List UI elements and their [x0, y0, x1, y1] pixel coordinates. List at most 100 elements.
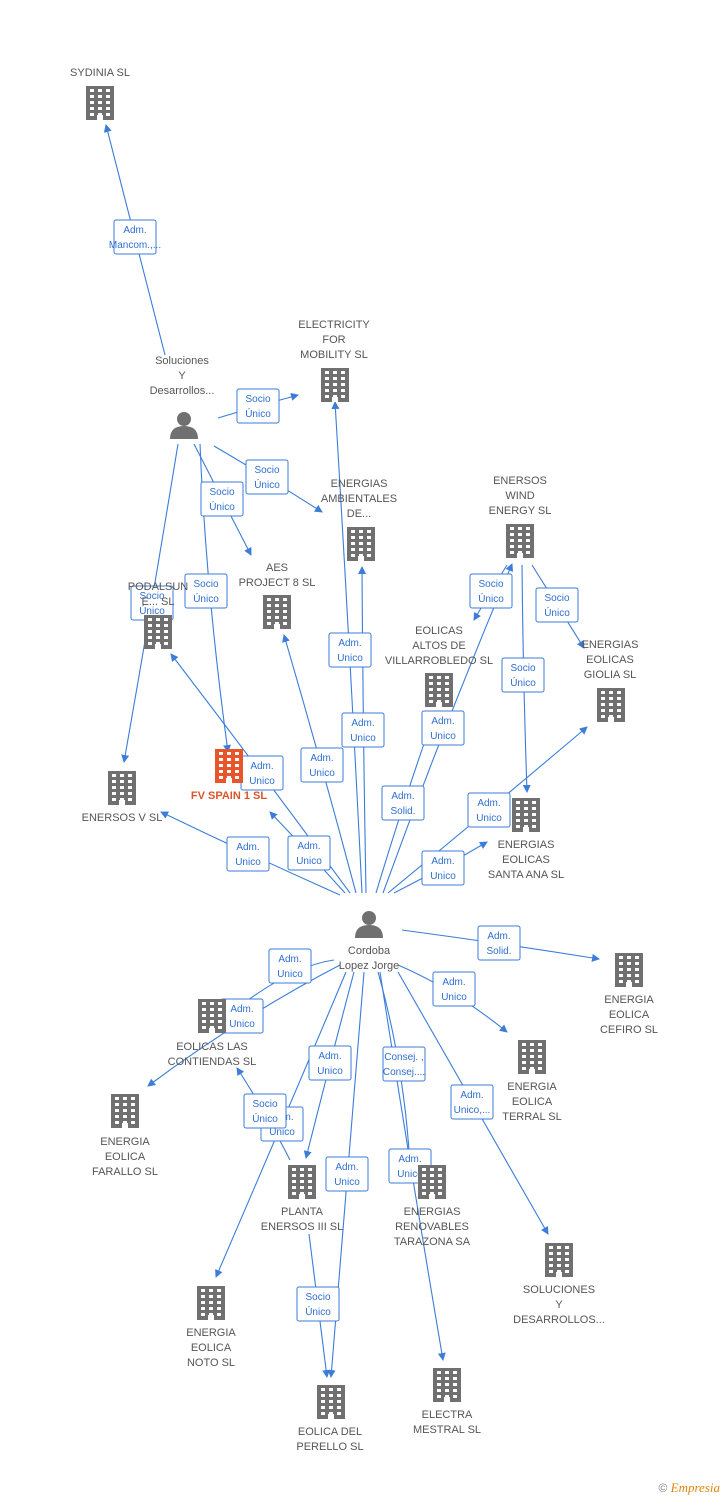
edge-label-text: Único [544, 606, 570, 619]
node-label: Desarrollos... [150, 385, 215, 397]
edge-label[interactable]: Adm.Unico [268, 948, 312, 984]
node-label: ALTOS DE [412, 640, 465, 652]
edge-label-text: Unico [334, 1177, 360, 1188]
edge-label-text: Unico [430, 871, 456, 882]
edge-label[interactable]: Adm.Unico [341, 712, 385, 748]
node-soluciones_person[interactable]: SolucionesYDesarrollos... [150, 355, 215, 439]
node-label: FARALLO SL [92, 1166, 158, 1178]
node-fv_spain[interactable]: FV SPAIN 1 SL [191, 749, 267, 802]
node-ambientales[interactable]: ENERGIASAMBIENTALESDE... [321, 478, 397, 561]
edge-label[interactable]: Adm.Mancom.,... [109, 219, 161, 255]
edge-label[interactable]: Adm.Unico [432, 971, 476, 1007]
node-label: EOLICAS [586, 654, 634, 666]
edge-label-box [226, 836, 270, 872]
node-enersos_v[interactable]: ENERSOS V SL [82, 771, 163, 824]
edge-label-text: Adm. [335, 1162, 358, 1173]
edge-label-text: Único [245, 407, 271, 420]
edge-label-text: Único [254, 478, 280, 491]
building-icon [197, 1286, 225, 1320]
person-icon [170, 412, 198, 439]
node-label: PERELLO SL [296, 1441, 363, 1453]
edge-label-box [296, 1286, 340, 1322]
edge-label-text: Consej. , [384, 1052, 423, 1063]
node-label: ENERSOS V SL [82, 812, 163, 824]
building-icon [506, 524, 534, 558]
node-label: MESTRAL SL [413, 1424, 481, 1436]
building-icon [215, 749, 243, 783]
edge-label-box [477, 925, 521, 961]
node-label: ENERGIAS [331, 478, 388, 490]
edge-label-text: Unico [350, 733, 376, 744]
edge-label[interactable]: Adm.Unico [308, 1045, 352, 1081]
edge-label-text: Adm. [250, 761, 273, 772]
node-giolia[interactable]: ENERGIAS EOLICAS GIOLIA SL [582, 639, 639, 722]
node-label: FV SPAIN 1 SL [191, 790, 267, 802]
edge-label[interactable]: Adm. Unico [287, 835, 331, 871]
edge-label-box [421, 850, 465, 886]
edge-label[interactable]: Adm.Unico [300, 747, 344, 783]
brand-logo[interactable]: Empresia [670, 1480, 720, 1495]
edge-label-text: Adm. [297, 841, 320, 852]
edge-label[interactable]: Adm. Solid. [477, 925, 521, 961]
node-label: ENERGIAS [582, 639, 639, 651]
edge-label-text: Adm. [278, 954, 301, 965]
edge-label[interactable]: Adm.Unico [467, 792, 511, 828]
edge-label-text: Unico [296, 856, 322, 867]
edge-label[interactable]: Adm.Unico [421, 710, 465, 746]
edge-label[interactable]: Adm.Unico [226, 836, 270, 872]
edge-label-box [243, 1093, 287, 1129]
edge-label-text: Socio [209, 487, 234, 498]
edge-label-text: Unico [309, 768, 335, 779]
node-sydinia[interactable]: SYDINIA SL [70, 67, 130, 120]
node-soluciones_co[interactable]: SOLUCIONESYDESARROLLOS... [513, 1243, 605, 1326]
edge-label[interactable]: Adm. Unico [325, 1156, 369, 1192]
node-label: EOLICAS [502, 854, 550, 866]
node-label: ENERGIAS [498, 839, 555, 851]
node-label: CEFIRO SL [600, 1024, 658, 1036]
edge-label-text: Adm. [487, 931, 510, 942]
edge-label[interactable]: Adm.Unico [328, 632, 372, 668]
node-label: GIOLIA SL [584, 669, 637, 681]
edge-label-text: Único [193, 592, 219, 605]
node-label: ENERGIA [100, 1136, 150, 1148]
edge-label-text: Adm. [477, 798, 500, 809]
node-label: EOLICAS LAS [176, 1041, 248, 1053]
edge-label-text: Adm. [230, 1004, 253, 1015]
edge-label[interactable]: Adm.Solid. [381, 785, 425, 821]
building-icon [144, 615, 172, 649]
edge-label-text: Solid. [486, 946, 511, 957]
edge-label[interactable]: Adm.Unico,... [450, 1084, 494, 1120]
edge-label[interactable]: Adm.Unico [240, 755, 284, 791]
edge-label[interactable]: Adm.Unico [421, 850, 465, 886]
edge-label[interactable]: Adm.Unico [220, 998, 264, 1034]
edge-label[interactable]: Consej. ,Consej.... [382, 1046, 426, 1082]
edge-label-text: Unico [430, 731, 456, 742]
